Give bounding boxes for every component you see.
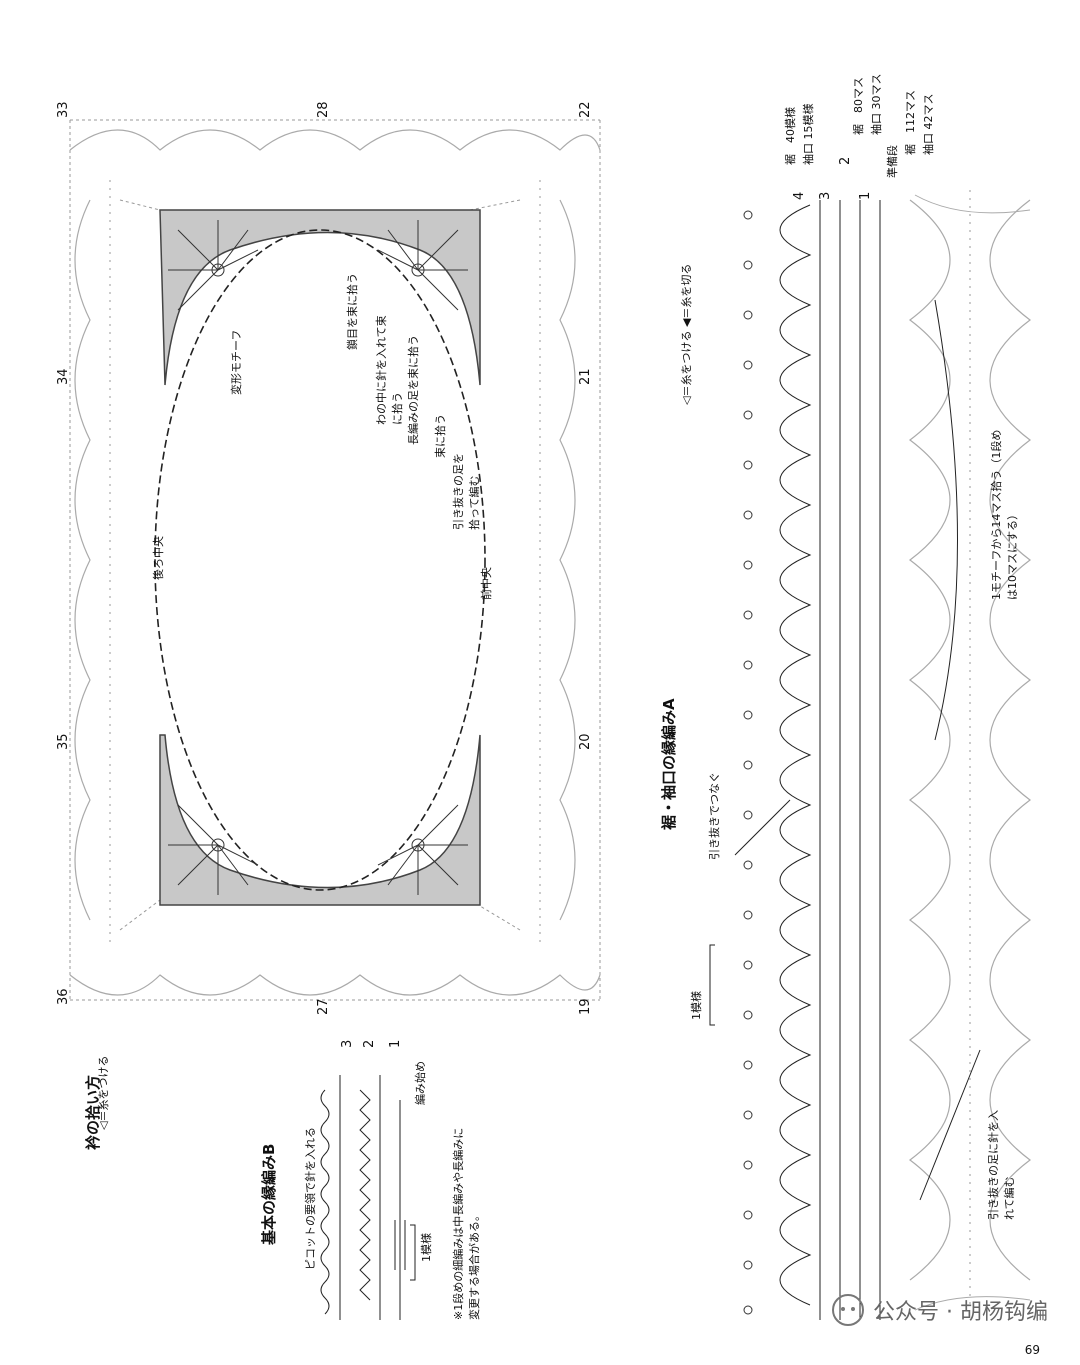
page-number: 69: [1024, 1343, 1040, 1357]
fan-motifs: [168, 220, 468, 895]
label-hikinuki-collar: 引き抜きの足を拾って編む: [452, 453, 481, 530]
neckline-oval: [154, 229, 486, 891]
edging-b-repeat: 1模様: [420, 1233, 433, 1262]
edging-a-row-1: 1: [858, 191, 873, 200]
label-henkei-motif: 変形モチーフ: [230, 329, 243, 395]
collar-num-27: 27: [316, 998, 331, 1015]
edging-a-row-2: 2: [838, 156, 853, 165]
collar-num-22: 22: [578, 101, 593, 118]
count-prep-sleeve: 袖口 42マス: [922, 93, 935, 156]
label-front-center: 前中央: [480, 567, 493, 600]
edging-b-row-1: 1: [388, 1039, 403, 1048]
count-r1-hem: 裾 80マス: [852, 77, 865, 135]
label-back-center: 後ろ中央: [152, 536, 165, 580]
label-wanonaka: わの中に針を入れて束に拾う: [375, 315, 404, 425]
edging-a-hikinuki: 引き抜きでつなぐ: [708, 772, 721, 860]
b-repeat-bracket: [410, 1224, 416, 1281]
edging-a-row-4: 4: [792, 191, 807, 200]
count-r4-sleeve: 袖口 15模様: [802, 103, 815, 166]
label-kusari: 鎖目を束に拾う: [346, 273, 359, 350]
edging-a-motif-note: 1モチーフから14マス拾う（1段めは10マスにする）: [990, 429, 1019, 600]
collar-num-20: 20: [578, 733, 593, 750]
edging-a-legend: ◁＝糸をつける ◀＝糸を切る: [680, 263, 693, 405]
outer-chains: [69, 129, 601, 996]
collar-num-19: 19: [578, 998, 593, 1015]
collar-num-33: 33: [56, 101, 71, 118]
edging-b-chart: [320, 1075, 406, 1320]
count-r1-sleeve: 袖口 30マス: [870, 73, 883, 136]
edging-a-repeat: 1模様: [690, 991, 703, 1020]
hem-repeat-bracket: [709, 944, 715, 1026]
edging-a-hikinuki2: 引き抜きの足に針を入れて編む: [987, 1110, 1016, 1220]
collar-motif-bottom: [159, 734, 481, 906]
edging-b-note: ※1段めの細編みは中長編みや長編みに変更する場合がある。: [452, 1127, 481, 1320]
collar-num-36: 36: [56, 988, 71, 1005]
collar-num-28: 28: [316, 101, 331, 118]
collar-legend: ◁＝糸をつける: [97, 1055, 110, 1130]
hem-motifs: [909, 190, 1031, 1310]
collar-num-35: 35: [56, 733, 71, 750]
edging-b-picot-note: ピコットの要領で針を入れる: [304, 1127, 317, 1270]
count-prep-hem: 裾 112マス: [904, 90, 917, 155]
edging-b-row-3: 3: [340, 1039, 355, 1048]
edging-a-row-prep: 準備段: [886, 145, 899, 178]
collar-num-21: 21: [578, 368, 593, 385]
label-tabaniriu: 束に拾う: [434, 414, 447, 458]
watermark: 公众号 · 胡杨钩编: [831, 1293, 1048, 1327]
edging-a-row-3: 3: [818, 191, 833, 200]
label-chouami: 長編みの足を束に拾う: [407, 335, 420, 445]
wechat-icon: [832, 1294, 865, 1326]
collar-num-34: 34: [56, 368, 71, 385]
watermark-text: 公众号 · 胡杨钩编: [873, 1300, 1048, 1325]
collar-motif-top: [159, 209, 481, 386]
count-r4-hem: 裾 40模様: [784, 107, 797, 165]
edging-b-title: 基本の縁編みB: [260, 1143, 278, 1245]
edging-a-title: 裾・袖口の縁編みA: [660, 698, 678, 830]
edging-b-start: 編み始め: [414, 1061, 427, 1105]
edging-b-row-2: 2: [362, 1039, 377, 1048]
